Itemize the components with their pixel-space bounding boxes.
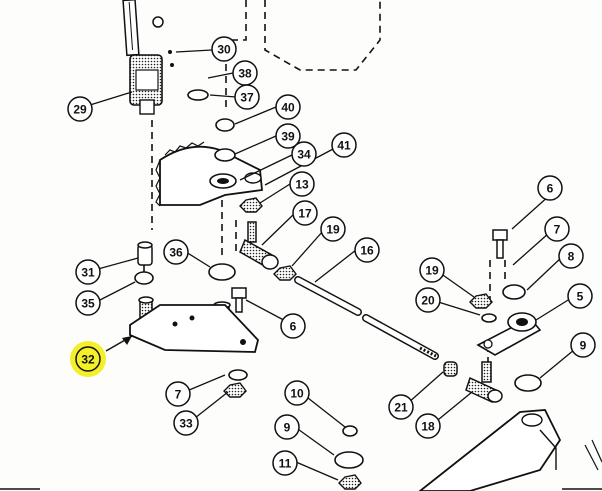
callout-9-left: 9 <box>274 414 300 440</box>
callout-label-20: 20 <box>421 294 435 308</box>
universal-joint <box>129 50 174 115</box>
callout-label-9-right: 9 <box>580 339 587 353</box>
control-rod-top <box>122 0 164 57</box>
callout-32: 32 <box>70 341 106 377</box>
callout-label-6-left: 6 <box>290 320 297 334</box>
callout-label-30: 30 <box>217 43 231 57</box>
long-tie-rod <box>294 276 439 360</box>
leader-arrow-32 <box>122 336 132 345</box>
callout-38: 38 <box>232 60 258 86</box>
callout-35: 35 <box>75 290 101 316</box>
callout-8: 8 <box>558 243 584 269</box>
callout-label-13: 13 <box>295 178 309 192</box>
callout-39: 39 <box>275 123 301 149</box>
callout-5: 5 <box>567 283 593 309</box>
callout-16: 16 <box>354 237 380 263</box>
callout-34: 34 <box>291 141 317 167</box>
callout-40: 40 <box>275 94 301 120</box>
callout-label-8: 8 <box>568 250 575 264</box>
callout-label-6-right: 6 <box>547 182 554 196</box>
callout-label-36: 36 <box>169 246 183 260</box>
callout-label-41: 41 <box>337 139 351 153</box>
callout-30: 30 <box>211 36 237 62</box>
callout-19: 19 <box>320 216 346 242</box>
callout-label-11: 11 <box>279 457 292 471</box>
callout-17: 17 <box>292 200 318 226</box>
callout-label-10: 10 <box>290 387 304 401</box>
washers <box>134 89 542 469</box>
callout-label-18: 18 <box>421 420 435 434</box>
callout-label-19: 19 <box>326 223 340 237</box>
callout-label-7-right: 7 <box>554 223 561 237</box>
callout-label-7-left: 7 <box>175 388 182 402</box>
callout-36: 36 <box>163 239 189 265</box>
callout-label-9-left: 9 <box>284 421 291 435</box>
axle-beam <box>418 409 602 491</box>
callout-label-19-right: 19 <box>425 264 439 278</box>
callout-19-right: 19 <box>419 257 445 283</box>
callout-label-31: 31 <box>81 266 95 280</box>
callout-9-right: 9 <box>570 332 596 358</box>
callout-label-38: 38 <box>238 67 252 81</box>
callout-21: 21 <box>388 394 414 420</box>
ball-joints <box>239 221 503 404</box>
callout-label-39: 39 <box>281 130 295 144</box>
callout-11: 11 <box>272 450 298 476</box>
callout-33: 33 <box>173 410 199 436</box>
callout-label-32: 32 <box>81 353 95 367</box>
callout-label-33: 33 <box>179 417 193 431</box>
callout-41: 41 <box>331 132 357 158</box>
callout-label-5: 5 <box>577 290 584 304</box>
callout-label-40: 40 <box>281 101 295 115</box>
callout-6-left: 6 <box>280 313 306 339</box>
bracket-plate <box>129 304 259 353</box>
callout-18: 18 <box>415 413 441 439</box>
gear-sector-arm <box>155 141 263 207</box>
callout-label-29: 29 <box>73 103 87 117</box>
callout-31: 31 <box>75 259 101 285</box>
callout-label-16: 16 <box>360 244 374 258</box>
callout-29: 29 <box>67 96 93 122</box>
leader-lines <box>89 49 581 481</box>
callout-37: 37 <box>234 84 260 110</box>
callout-label-37: 37 <box>240 91 254 105</box>
callout-6-right: 6 <box>537 175 563 201</box>
callout-7-left: 7 <box>165 381 191 407</box>
callout-label-17: 17 <box>298 207 312 221</box>
callout-label-21: 21 <box>394 401 408 415</box>
callout-label-34: 34 <box>297 148 311 162</box>
callout-label-35: 35 <box>81 297 95 311</box>
nuts <box>223 197 493 490</box>
callout-13: 13 <box>289 171 315 197</box>
callout-10: 10 <box>284 380 310 406</box>
right-steering-arm <box>476 312 542 356</box>
callout-7-right: 7 <box>544 216 570 242</box>
callout-20: 20 <box>415 287 441 313</box>
